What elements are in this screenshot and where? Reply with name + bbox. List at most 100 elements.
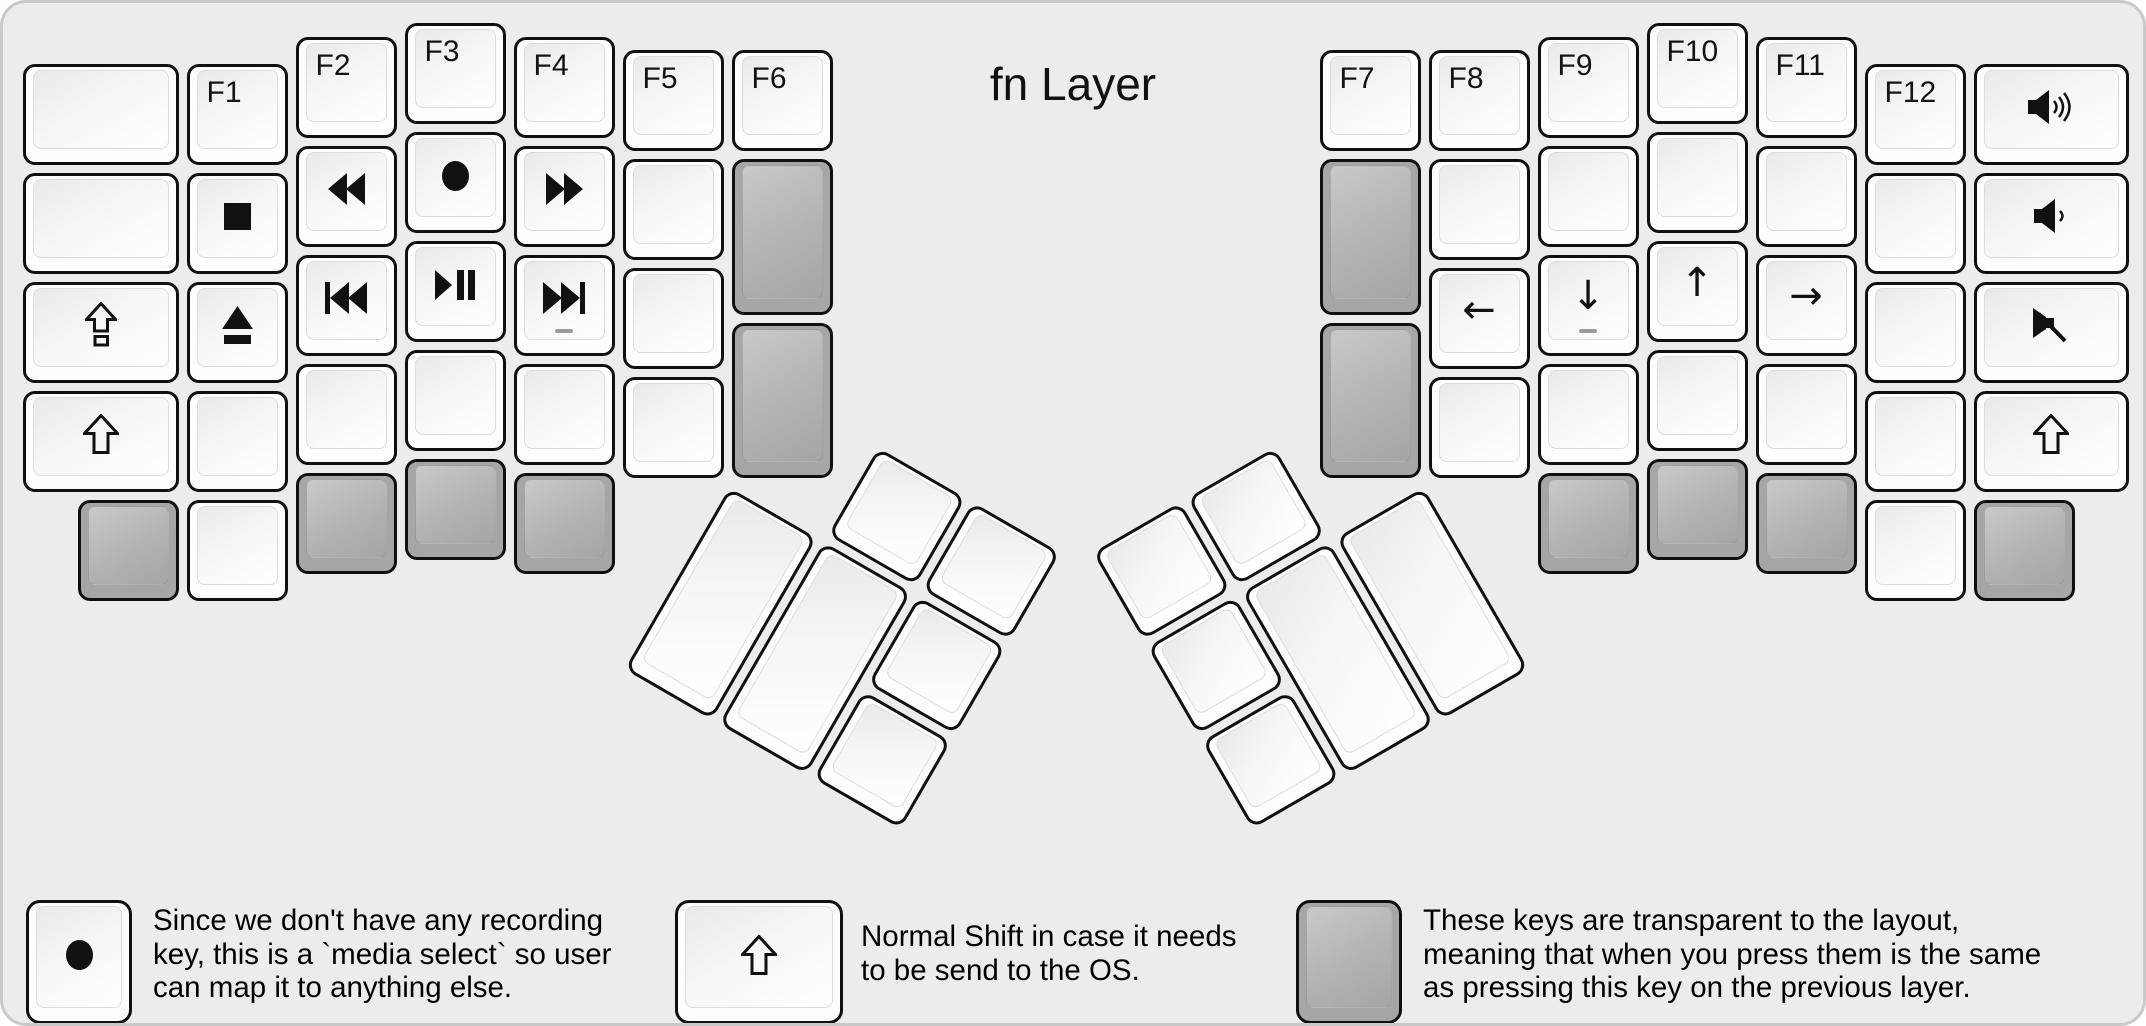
key-transparent[interactable] (731, 159, 833, 315)
key-transparent[interactable] (1319, 322, 1421, 479)
key-blank[interactable] (1428, 159, 1530, 261)
key-transparent[interactable] (1755, 472, 1857, 574)
key-face (1438, 165, 1520, 245)
key-blank[interactable] (1755, 363, 1857, 465)
key-blank[interactable] (295, 363, 397, 465)
key-face (305, 260, 387, 340)
key-face (1547, 151, 1629, 231)
key-shift-left[interactable] (23, 390, 179, 492)
key-face (305, 369, 387, 449)
key-blank[interactable] (1864, 172, 1966, 274)
record-key-icon (26, 900, 132, 1023)
key-prev-track[interactable] (295, 254, 397, 356)
key-face: → (1765, 260, 1847, 340)
key-blank[interactable] (186, 390, 288, 492)
key-volume-up[interactable] (1973, 63, 2129, 165)
key-f12[interactable]: F12 (1864, 63, 1966, 165)
arrow-left-icon: ← (1462, 286, 1496, 333)
key-transparent[interactable] (1537, 472, 1639, 574)
key-transparent[interactable] (1646, 459, 1748, 560)
key-label: F9 (1557, 48, 1593, 82)
key-transparent[interactable] (731, 322, 833, 479)
key-blank[interactable] (1864, 281, 1966, 383)
key-blank[interactable] (23, 172, 179, 274)
key-face (1765, 151, 1847, 231)
homing-bar (555, 328, 573, 333)
key-arrow-left[interactable]: ← (1428, 268, 1530, 370)
key-face (1765, 478, 1847, 558)
key-transparent[interactable] (404, 459, 506, 560)
key-face (1329, 328, 1411, 463)
key-face (1329, 165, 1411, 299)
key-label: F10 (1666, 35, 1719, 68)
key-f7[interactable]: F7 (1319, 50, 1421, 152)
key-face (685, 906, 833, 1008)
key-f4[interactable]: F4 (513, 36, 615, 138)
key-face (1547, 478, 1629, 558)
key-f10[interactable]: F10 (1646, 23, 1748, 124)
key-face (1874, 396, 1956, 476)
key-face (1983, 505, 2065, 585)
key-f2[interactable]: F2 (295, 36, 397, 138)
key-transparent[interactable] (77, 499, 179, 601)
key-volume-down[interactable] (1973, 172, 2129, 274)
legend-line: These keys are transparent to the layout… (1423, 904, 1960, 937)
key-blank[interactable] (1646, 132, 1748, 233)
key-face (523, 478, 605, 558)
key-transparent[interactable] (1973, 499, 2075, 601)
key-blank[interactable] (622, 377, 724, 479)
key-blank[interactable] (23, 63, 179, 165)
key-face (1212, 701, 1323, 811)
key-arrow-down[interactable]: ↓ (1537, 254, 1639, 356)
key-face (523, 151, 605, 231)
key-arrow-up[interactable]: ↑ (1646, 241, 1748, 342)
key-transparent[interactable] (295, 472, 397, 574)
key-face (196, 396, 278, 476)
homing-bar (1579, 328, 1597, 333)
key-f9[interactable]: F9 (1537, 36, 1639, 138)
key-face (1983, 287, 2119, 367)
vol-up-icon (2027, 89, 2075, 125)
key-f8[interactable]: F8 (1428, 50, 1530, 152)
key-shift-right[interactable] (1973, 390, 2129, 492)
vol-down-icon (2034, 198, 2068, 234)
key-rewind[interactable] (295, 145, 397, 247)
key-blank[interactable] (186, 499, 288, 601)
key-blank[interactable] (1864, 390, 1966, 492)
key-blank[interactable] (1537, 145, 1639, 247)
key-record[interactable] (404, 132, 506, 233)
legend-line: key, this is a `media select` so user (153, 937, 612, 971)
key-f1[interactable]: F1 (186, 63, 288, 165)
key-transparent[interactable] (513, 472, 615, 574)
key-fast-forward[interactable] (513, 145, 615, 247)
key-play-pause[interactable] (404, 241, 506, 342)
key-blank[interactable] (622, 159, 724, 261)
key-stop[interactable] (186, 172, 288, 274)
key-transparent[interactable] (1319, 159, 1421, 315)
key-blank[interactable] (1864, 499, 1966, 601)
key-mute[interactable] (1973, 281, 2129, 383)
key-f6[interactable]: F6 (731, 50, 833, 152)
key-blank[interactable] (1537, 363, 1639, 465)
key-blank[interactable] (1755, 145, 1857, 247)
key-blank[interactable] (404, 350, 506, 451)
stop-icon (223, 202, 251, 230)
key-eject[interactable] (186, 281, 288, 383)
key-f11[interactable]: F11 (1755, 36, 1857, 138)
key-face (523, 260, 605, 340)
key-label: F8 (1448, 62, 1484, 96)
key-blank[interactable] (1646, 350, 1748, 451)
key-f5[interactable]: F5 (622, 50, 724, 152)
key-blank[interactable] (1428, 377, 1530, 479)
key-caps-lock[interactable] (23, 281, 179, 383)
key-blank[interactable] (513, 363, 615, 465)
key-blank[interactable] (622, 268, 724, 370)
key-face (1656, 138, 1738, 217)
key-next-track[interactable] (513, 254, 615, 356)
next-track-icon (543, 282, 585, 315)
key-f3[interactable]: F3 (404, 23, 506, 124)
key-face (1547, 369, 1629, 449)
key-arrow-right[interactable]: → (1755, 254, 1857, 356)
